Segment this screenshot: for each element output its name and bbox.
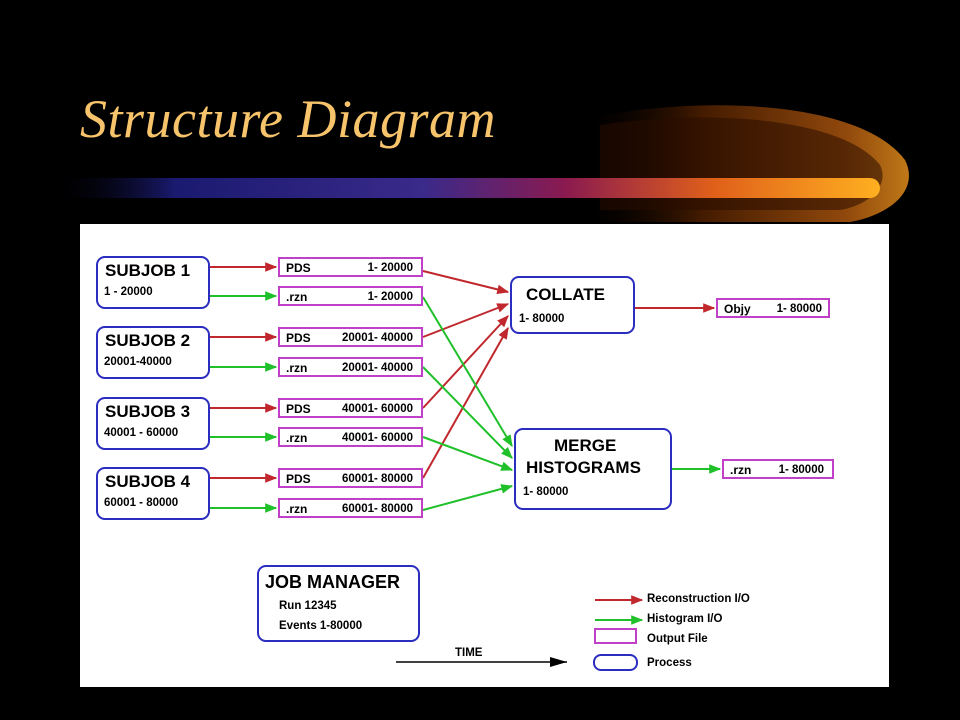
legend-output-file-label: Output File: [647, 633, 708, 645]
file-rzn-1-type: .rzn: [286, 290, 308, 304]
merge-label: MERGE: [554, 436, 617, 455]
file-pds-4: PDS 60001- 80000: [278, 468, 423, 488]
job-manager-title: JOB MANAGER: [265, 572, 401, 592]
collate-label: COLLATE: [526, 285, 606, 304]
arrow-pds1-collate: [422, 270, 510, 295]
slide-title: Structure Diagram: [80, 89, 496, 149]
merge-range: 1- 80000: [523, 486, 569, 498]
file-rzn-1-range: 1- 20000: [367, 291, 413, 303]
arrow-rzn2-merge: [422, 366, 513, 459]
output-rzn-type: .rzn: [730, 463, 752, 477]
output-objy-range: 1- 80000: [776, 303, 822, 315]
output-rzn-range: 1- 80000: [778, 464, 824, 476]
output-rzn-file: .rzn 1- 80000: [722, 459, 834, 479]
arrow-rzn4-merge: [422, 484, 514, 511]
file-rzn-2: .rzn 20001- 40000: [278, 357, 423, 377]
subjob-3-process: SUBJOB 3 40001 - 60000: [96, 397, 210, 450]
subjob-1-label: SUBJOB 1: [105, 261, 191, 280]
file-rzn-3: .rzn 40001- 60000: [278, 427, 423, 447]
file-rzn-2-type: .rzn: [286, 361, 308, 375]
file-rzn-4-range: 60001- 80000: [342, 503, 413, 515]
file-pds-1-type: PDS: [286, 261, 311, 275]
file-rzn-4: .rzn 60001- 80000: [278, 498, 423, 518]
file-pds-1-range: 1- 20000: [367, 262, 413, 274]
subjob-2-label: SUBJOB 2: [105, 331, 191, 350]
subjob-1-process: SUBJOB 1 1 - 20000: [96, 256, 210, 309]
arrow-pds4-collate: [422, 326, 509, 479]
file-rzn-3-type: .rzn: [286, 431, 308, 445]
job-manager-process: JOB MANAGER Run 12345 Events 1-80000: [257, 565, 420, 642]
subjob-4-process: SUBJOB 4 60001 - 80000: [96, 467, 210, 520]
subjob-3-range: 40001 - 60000: [104, 427, 179, 439]
histograms-label: HISTOGRAMS: [526, 458, 641, 477]
legend-process-swatch: [593, 654, 638, 671]
job-manager-run: Run 12345: [279, 600, 337, 612]
file-rzn-1: .rzn 1- 20000: [278, 286, 423, 306]
file-pds-1: PDS 1- 20000: [278, 257, 423, 277]
file-pds-4-type: PDS: [286, 472, 311, 486]
job-manager-events: Events 1-80000: [279, 620, 363, 632]
subjob-4-label: SUBJOB 4: [105, 472, 191, 491]
subjob-3-label: SUBJOB 3: [105, 402, 191, 421]
file-pds-3-type: PDS: [286, 402, 311, 416]
subjob-2-process: SUBJOB 2 20001-40000: [96, 326, 210, 379]
output-objy-type: Objy: [724, 302, 751, 316]
diagram-panel: SUBJOB 1 1 - 20000 SUBJOB 2 20001-40000 …: [80, 224, 889, 687]
file-pds-2-range: 20001- 40000: [342, 332, 413, 344]
merge-histograms-process: MERGE HISTOGRAMS 1- 80000: [514, 428, 672, 510]
subjob-2-range: 20001-40000: [104, 356, 172, 368]
file-rzn-2-range: 20001- 40000: [342, 362, 413, 374]
subjob-4-range: 60001 - 80000: [104, 497, 179, 509]
file-pds-2-type: PDS: [286, 331, 311, 345]
legend-reconstruction-label: Reconstruction I/O: [647, 593, 750, 605]
file-rzn-3-range: 40001- 60000: [342, 432, 413, 444]
legend-output-file-swatch: [594, 628, 637, 644]
time-label: TIME: [455, 647, 483, 659]
collate-range: 1- 80000: [519, 313, 565, 325]
arrow-pds2-collate: [422, 303, 510, 338]
file-pds-3-range: 40001- 60000: [342, 403, 413, 415]
subjob-1-range: 1 - 20000: [104, 286, 153, 298]
arrow-pds3-collate: [422, 315, 509, 409]
arrows-layer: [210, 262, 722, 667]
file-pds-2: PDS 20001- 40000: [278, 327, 423, 347]
file-pds-4-range: 60001- 80000: [342, 473, 413, 485]
legend-process-label: Process: [647, 657, 692, 669]
arrow-rzn3-merge: [422, 436, 514, 471]
arrow-rzn1-merge: [422, 296, 513, 448]
legend-histogram-label: Histogram I/O: [647, 613, 723, 625]
file-pds-3: PDS 40001- 60000: [278, 398, 423, 418]
title-swoosh-decoration: [50, 105, 909, 222]
file-rzn-4-type: .rzn: [286, 502, 308, 516]
collate-process: COLLATE 1- 80000: [510, 276, 635, 334]
output-objy-file: Objy 1- 80000: [716, 298, 830, 318]
